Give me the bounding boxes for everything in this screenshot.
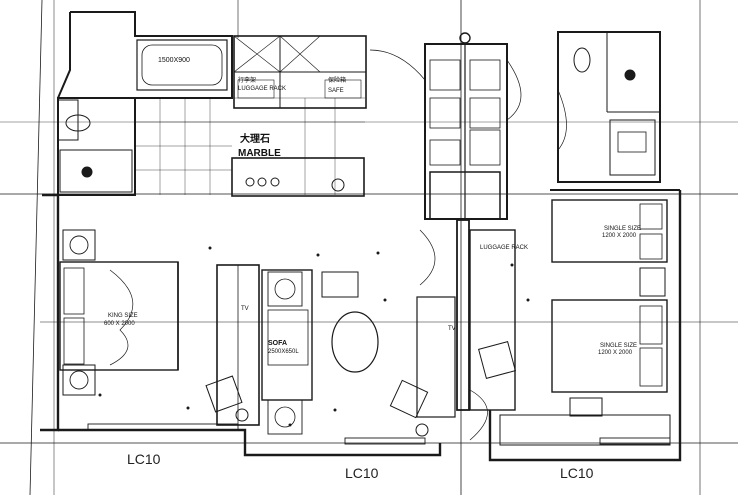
chair-right-room: [478, 341, 516, 379]
marble-cn-label: 大理石: [240, 134, 270, 145]
window-sill-left: [87, 423, 239, 431]
wall-main-left: [40, 193, 60, 432]
light-points: [98, 246, 530, 427]
safe-cn-label: 保险箱: [328, 78, 347, 84]
safe-label: SAFE: [328, 88, 344, 94]
single-bed-top-label-2: 1200 X 2000: [602, 233, 637, 239]
lc10-right-label: LC10: [560, 465, 594, 481]
window-sill-right: [599, 437, 671, 445]
lc10-left-label: LC10: [127, 451, 161, 467]
entry-shaft: [424, 43, 508, 220]
desk: [416, 296, 456, 418]
tile-grid: [135, 97, 365, 195]
single-bed-bottom: [551, 299, 668, 393]
armchair-right: [389, 379, 429, 419]
wall-upper-block: [57, 12, 71, 99]
ottoman: [321, 271, 359, 298]
lc10-mid-label: LC10: [345, 465, 379, 481]
axis-line-v-left: [29, 0, 43, 495]
wall-main-bottom: [58, 428, 442, 457]
single-bed-top: [551, 199, 668, 263]
sofa-label-1: SOFA: [268, 340, 288, 347]
partition-center: [456, 219, 470, 411]
window-sill-mid: [344, 437, 426, 445]
shower-left: [59, 149, 133, 193]
bathtub: [136, 39, 228, 91]
single-bed-top-label-1: SINGLE SIZE: [604, 226, 642, 232]
partition-right-closet: [469, 229, 516, 411]
king-bed-label-1: KING SIZE: [108, 313, 138, 319]
luggage-rack-cn-label: 行李架: [238, 78, 257, 84]
nightstand-right: [639, 267, 666, 297]
tv-right-label: TV: [448, 326, 456, 332]
luggage-bench: [569, 397, 603, 417]
vanity-right: [609, 119, 656, 176]
coffee-table: [331, 311, 379, 373]
marble-label: MARBLE: [238, 148, 281, 159]
right-bathroom: [557, 31, 661, 183]
nightstand-top: [62, 229, 96, 261]
wall-right-room: [488, 190, 682, 462]
door-marker-top: [459, 32, 471, 44]
single-bed-bottom-label-1: SINGLE SIZE: [600, 343, 638, 349]
luggage-rack-right-label: LUGGAGE RACK: [480, 245, 529, 251]
bathtub-size-label: 1500X900: [158, 57, 190, 64]
vanity-counter: [231, 157, 365, 197]
window-bench: [499, 414, 671, 446]
single-bed-bottom-label-2: 1200 X 2000: [598, 350, 633, 356]
sofa: [261, 269, 313, 401]
toilet-right: [573, 47, 591, 73]
sofa-label-2: 2500X650L: [268, 349, 299, 355]
nightstand-bottom: [62, 364, 96, 396]
luggage-rack-label: LUGGAGE RACK: [238, 86, 287, 92]
tv-left-label: TV: [241, 306, 249, 312]
king-bed-label-2: 600 X 2000: [104, 321, 135, 327]
armchair-left: [205, 375, 243, 413]
